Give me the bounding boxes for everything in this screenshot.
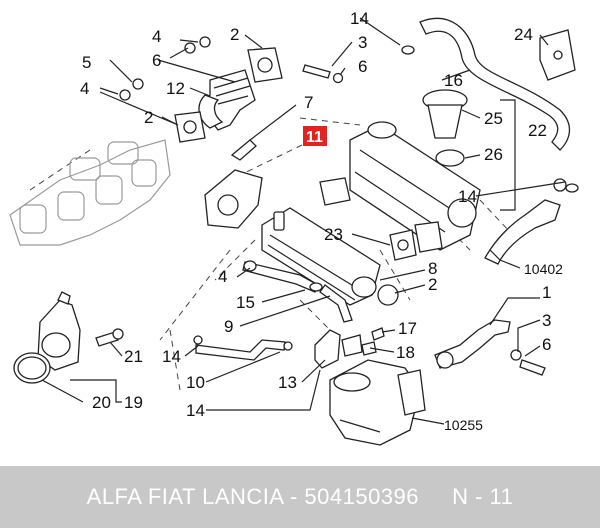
label-2-right: 2 [428,275,437,294]
bolts-17-18 [361,327,385,356]
parts-diagram: 14 24 4 2 3 5 6 6 16 4 12 7 2 25 22 26 1… [9,9,579,446]
bracket-13 [314,329,363,369]
label-10255: 10255 [444,417,483,433]
hose-16 [419,17,571,151]
hose-15 [242,260,319,293]
highlight-label: 11 [306,129,323,146]
thermostat-housing-10255 [329,359,426,446]
label-8: 8 [428,259,437,278]
label-24: 24 [514,25,533,44]
label-13: 13 [278,373,297,392]
label-3-right: 3 [542,311,551,330]
clamp-26 [435,149,465,167]
label-26: 26 [484,145,503,164]
egr-pipe-12 [198,69,256,131]
highlight-box [303,126,327,146]
pipe-10402 [484,178,567,265]
bracket-24 [539,29,576,81]
gasket-2-upper [247,47,283,83]
label-4-mid: 4 [218,267,227,286]
label-21: 21 [124,347,143,366]
label-2-left: 2 [144,108,153,127]
leader-lines [41,17,566,425]
pipe-10 [193,335,293,361]
label-4-top: 4 [152,27,161,46]
gasket-2-lower [174,111,206,143]
nuts-and-washers [119,36,344,101]
label-14-top: 14 [350,9,369,28]
label-15: 15 [236,293,255,312]
callout-labels: 14 24 4 2 3 5 6 6 16 4 12 7 2 25 22 26 1… [80,9,563,433]
o-ring-20 [13,352,51,384]
bolt-21 [95,328,124,347]
label-6-right: 6 [542,335,551,354]
label-6-top: 6 [152,51,161,70]
egr-cooler-22 [319,124,481,251]
label-5: 5 [82,53,91,72]
label-14-right: 14 [458,187,477,206]
clip-14 [309,45,579,292]
label-3-top: 3 [358,33,367,52]
egr-cooler-8 [261,207,381,306]
egr-flange-11 [204,139,263,229]
pipe-1 [434,319,511,369]
label-22: 22 [528,121,547,140]
label-25: 25 [484,109,503,128]
pump-19 [37,291,81,371]
label-14-bottom: 14 [186,401,205,420]
bolt-3-upper [302,64,331,79]
egr-valve-25 [367,89,468,139]
label-12: 12 [166,79,185,98]
gasket-2-right [377,284,399,306]
label-19: 19 [124,393,143,412]
highlight-part-11[interactable]: 11 [303,126,327,146]
label-18: 18 [396,343,415,362]
pipe-9 [319,284,353,323]
gasket-23 [389,221,443,261]
bolt-3-lower [510,349,546,376]
label-20: 20 [92,393,111,412]
label-9: 9 [224,317,233,336]
label-10402: 10402 [524,261,563,277]
label-14-mid: 14 [162,347,181,366]
label-16: 16 [444,71,463,90]
footer-bar: ALFA FIAT LANCIA - 504150396 N - 11 [0,466,600,528]
label-4-left: 4 [80,79,89,98]
label-6-mid: 6 [358,57,367,76]
label-1: 1 [542,283,551,302]
part-number-caption: ALFA FIAT LANCIA - 504150396 N - 11 [86,484,514,509]
label-23: 23 [324,225,343,244]
label-7: 7 [304,93,313,112]
exhaust-manifold [9,139,171,246]
label-17: 17 [398,319,417,338]
label-2-top: 2 [230,25,239,44]
label-10: 10 [186,373,205,392]
